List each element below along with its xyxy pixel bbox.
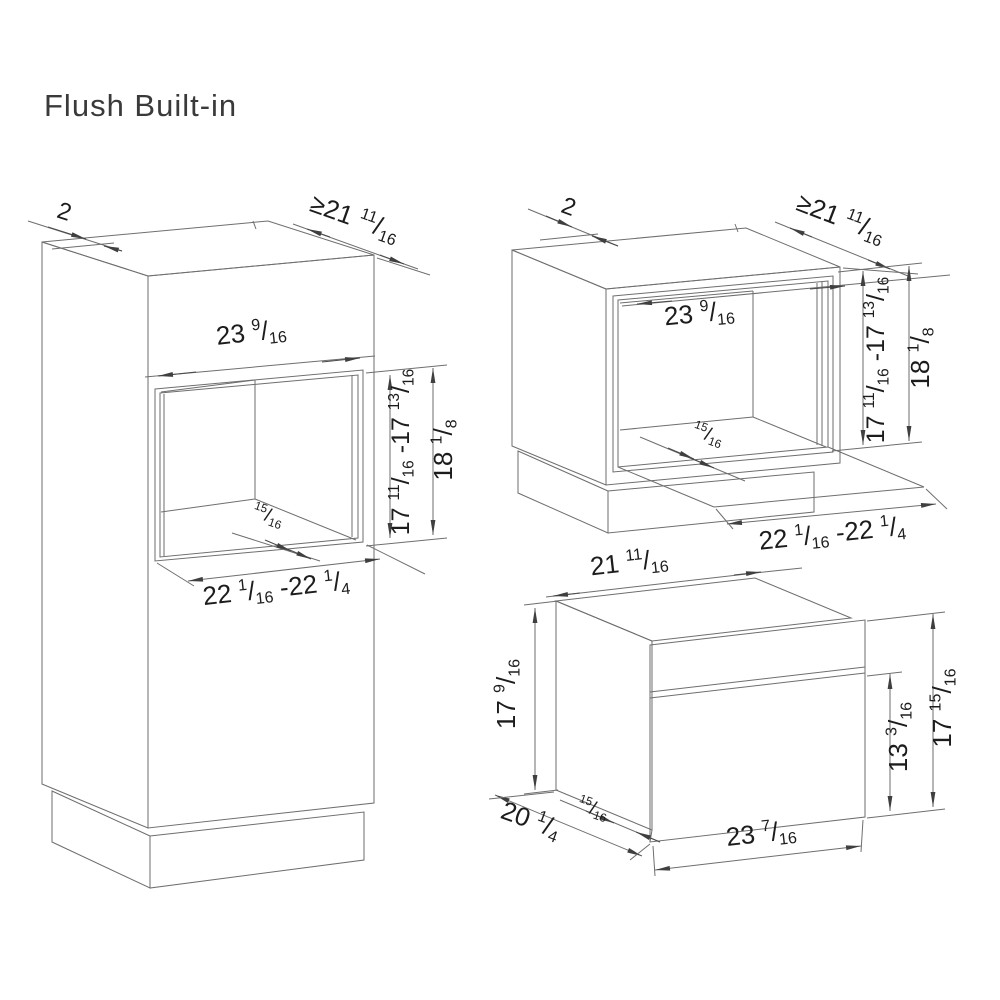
dim-ext-line [365,364,448,374]
appliance-control-band-line [649,666,866,693]
wall-floor-platform-right [827,446,925,488]
wall-niche-floor-back-edge [619,416,754,431]
appliance-front-panel [649,619,866,843]
tall-niche-floor-back-edge [160,498,256,513]
dim-ext-line [842,267,919,275]
dim-arrow [103,245,123,253]
wall-cabinet-drawing: 2 ≥21 11/16 23 9/16 15/16 22 1/16 -22 1/… [511,187,951,558]
dim-arrow [321,357,361,363]
wall-niche-floor-right-edge [752,416,827,448]
tall-niche-back-top-edge [160,379,256,393]
tall-cabinet-left-face [41,241,149,829]
page-title: Flush Built-in [44,88,237,123]
tall-niche-floor-right-edge [254,498,357,541]
dim-line-floor-width [187,558,381,582]
dim-line-body-width [545,571,765,598]
dim-arrow [789,227,813,238]
dim-ref-line [51,242,115,250]
appliance-door-top-line [649,672,866,699]
wall-niche-outer-frame [612,275,834,473]
dim-label-body-depth: 20 1/4 [496,795,565,847]
wall-floor-platform-left [617,466,715,508]
dim-arrow [306,228,331,238]
dim-label-floor-setback: 15/16 [249,498,287,532]
tall-niche-outer-frame [154,369,364,562]
dim-arrow [867,259,891,270]
dim-ext-line [925,488,948,510]
dim-arrow [157,371,197,377]
wall-cabinet-left-face [511,249,607,486]
dim-ext-line [763,567,803,573]
dim-arrow [552,591,581,597]
appliance-drawing: 21 11/16 17 9/16 20 1/4 15/16 23 7/16 13… [488,542,960,877]
wall-top-notch [734,223,739,233]
tall-top-notch [252,220,257,230]
dim-ext-line [156,562,195,587]
wall-cabinet-front-face [605,266,841,486]
dim-arrow [733,571,762,577]
dim-line-panel-width [654,845,862,871]
tall-niche-inner-frame [159,374,359,558]
dim-label-top-clearance: 2 [558,192,580,222]
dim-ref-line [539,233,599,241]
dim-line-body-depth [494,794,643,857]
dim-ext-line [715,508,734,530]
dim-arrow [284,547,312,560]
dim-arrow [545,215,573,228]
dim-label-cabinet-depth: ≥21 11/16 [792,187,890,251]
dim-ext-line [523,600,559,606]
dim-ext-line [866,611,946,622]
dim-ext-line [854,274,951,285]
dim-label-floor-setback: 15/16 [689,417,728,451]
dim-label-panel-width: 23 7/16 [724,814,798,855]
tall-cabinet-drawing: 2 ≥21 11/16 23 9/16 17 11/16 -17 13/16 1… [27,188,461,889]
dim-arrow [635,831,661,843]
dim-label-niche-width: 23 9/16 [214,313,288,354]
wall-floor-platform-front [713,486,925,508]
dim-arrow [809,284,846,290]
dim-ext-line [629,843,651,861]
dim-arrow [687,456,715,469]
dim-label-niche-height: 17 11/16 -17 13/16 [386,369,418,536]
dim-ext-line [866,671,903,677]
dim-label-body-width: 21 11/16 [588,542,669,584]
appliance-panel-step-edge [649,829,653,843]
tall-cabinet-top-face [41,220,375,277]
dim-label-frame-height: 18 1/8 [905,327,938,388]
dim-label-niche-height: 17 11/16 -17 13/16 [861,277,893,444]
tall-cabinet-front-face [147,254,375,829]
dim-arrow [636,300,673,306]
dim-ext-line [366,544,426,575]
appliance-top-face [554,577,853,642]
dim-ext-line [376,257,431,276]
tall-cabinet-plinth-left [51,790,151,889]
dim-arrow [47,226,87,240]
dim-ext-line [837,262,923,273]
dim-label-panel-offset: 15/16 [574,791,612,825]
dim-ext-line [365,537,448,547]
dim-ext-line [860,819,864,853]
dim-label-top-clearance: 2 [54,197,75,227]
appliance-left-face [555,600,653,831]
dim-label-frame-height: 18 1/8 [428,419,461,480]
dim-label-door-height: 13 3/16 [883,702,916,772]
dim-arrow [379,254,405,265]
dim-label-panel-height: 17 15/16 [927,668,960,747]
dim-ext-line [523,789,559,795]
dim-label-niche-width: 23 9/16 [663,294,736,334]
dim-label-body-height: 17 9/16 [491,659,524,729]
wall-cabinet-plinth-left [517,450,609,534]
dim-ext-line [866,808,946,819]
dim-label-floor-width: 22 1/16 -22 1/4 [201,565,351,614]
dim-label-floor-width: 22 1/16 -22 1/4 [757,510,907,558]
dim-label-cabinet-depth: ≥21 11/16 [306,188,404,250]
tall-cabinet-plinth-front [149,811,365,889]
dim-ext-line [652,845,656,877]
dim-arrow [585,810,615,824]
dim-arrow [591,235,619,247]
dim-line-floor-width [726,503,937,525]
dim-ext-line [488,791,555,800]
dim-ext-line [831,441,923,452]
